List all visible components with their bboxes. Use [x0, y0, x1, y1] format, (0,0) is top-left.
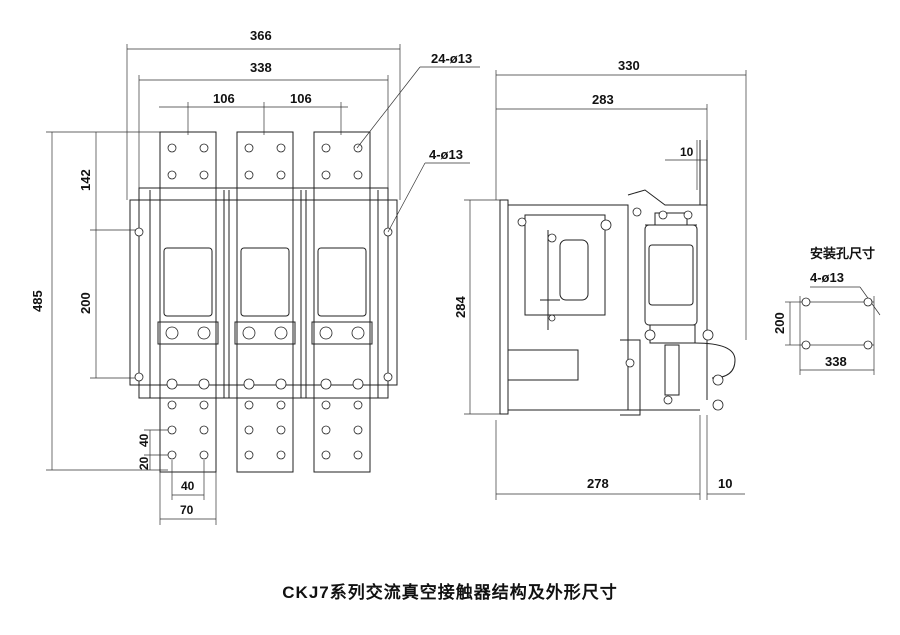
- dim-20: 20: [137, 456, 151, 470]
- dim-200: 200: [78, 292, 93, 314]
- callout-24-holes: 24-ø13: [431, 51, 472, 66]
- dim-10-top: 10: [680, 145, 694, 159]
- pole-bar-2: [234, 131, 296, 473]
- mounting-holes-label: 4-ø13: [810, 270, 844, 285]
- pole-bar-1: [157, 131, 219, 473]
- dim-106-right: 106: [290, 91, 312, 106]
- front-view: 366 338 106 106 485 142 200: [30, 28, 480, 525]
- dim-40-horizontal: 40: [181, 479, 195, 493]
- dim-284: 284: [453, 296, 468, 318]
- dim-283: 283: [592, 92, 614, 107]
- mount-dim-200: 200: [772, 312, 787, 334]
- dim-106-left: 106: [213, 91, 235, 106]
- dim-366: 366: [250, 28, 272, 43]
- dim-278: 278: [587, 476, 609, 491]
- callout-4-holes: 4-ø13: [429, 147, 463, 162]
- drawing-caption: CKJ7系列交流真空接触器结构及外形尺寸: [282, 583, 618, 602]
- dim-338: 338: [250, 60, 272, 75]
- mounting-title: 安装孔尺寸: [810, 246, 875, 261]
- dim-142: 142: [78, 169, 93, 191]
- dim-330: 330: [618, 58, 640, 73]
- dim-10-bottom: 10: [718, 476, 732, 491]
- dim-40-vertical: 40: [137, 433, 151, 447]
- side-view: 330 283 10 284: [453, 58, 747, 500]
- mount-dim-338: 338: [825, 354, 847, 369]
- dim-70: 70: [180, 503, 194, 517]
- pole-bar-3: [311, 131, 373, 473]
- dim-485: 485: [30, 290, 45, 312]
- mounting-detail: 安装孔尺寸 4-ø13 200 338: [772, 246, 881, 375]
- bar-holes: [165, 143, 365, 460]
